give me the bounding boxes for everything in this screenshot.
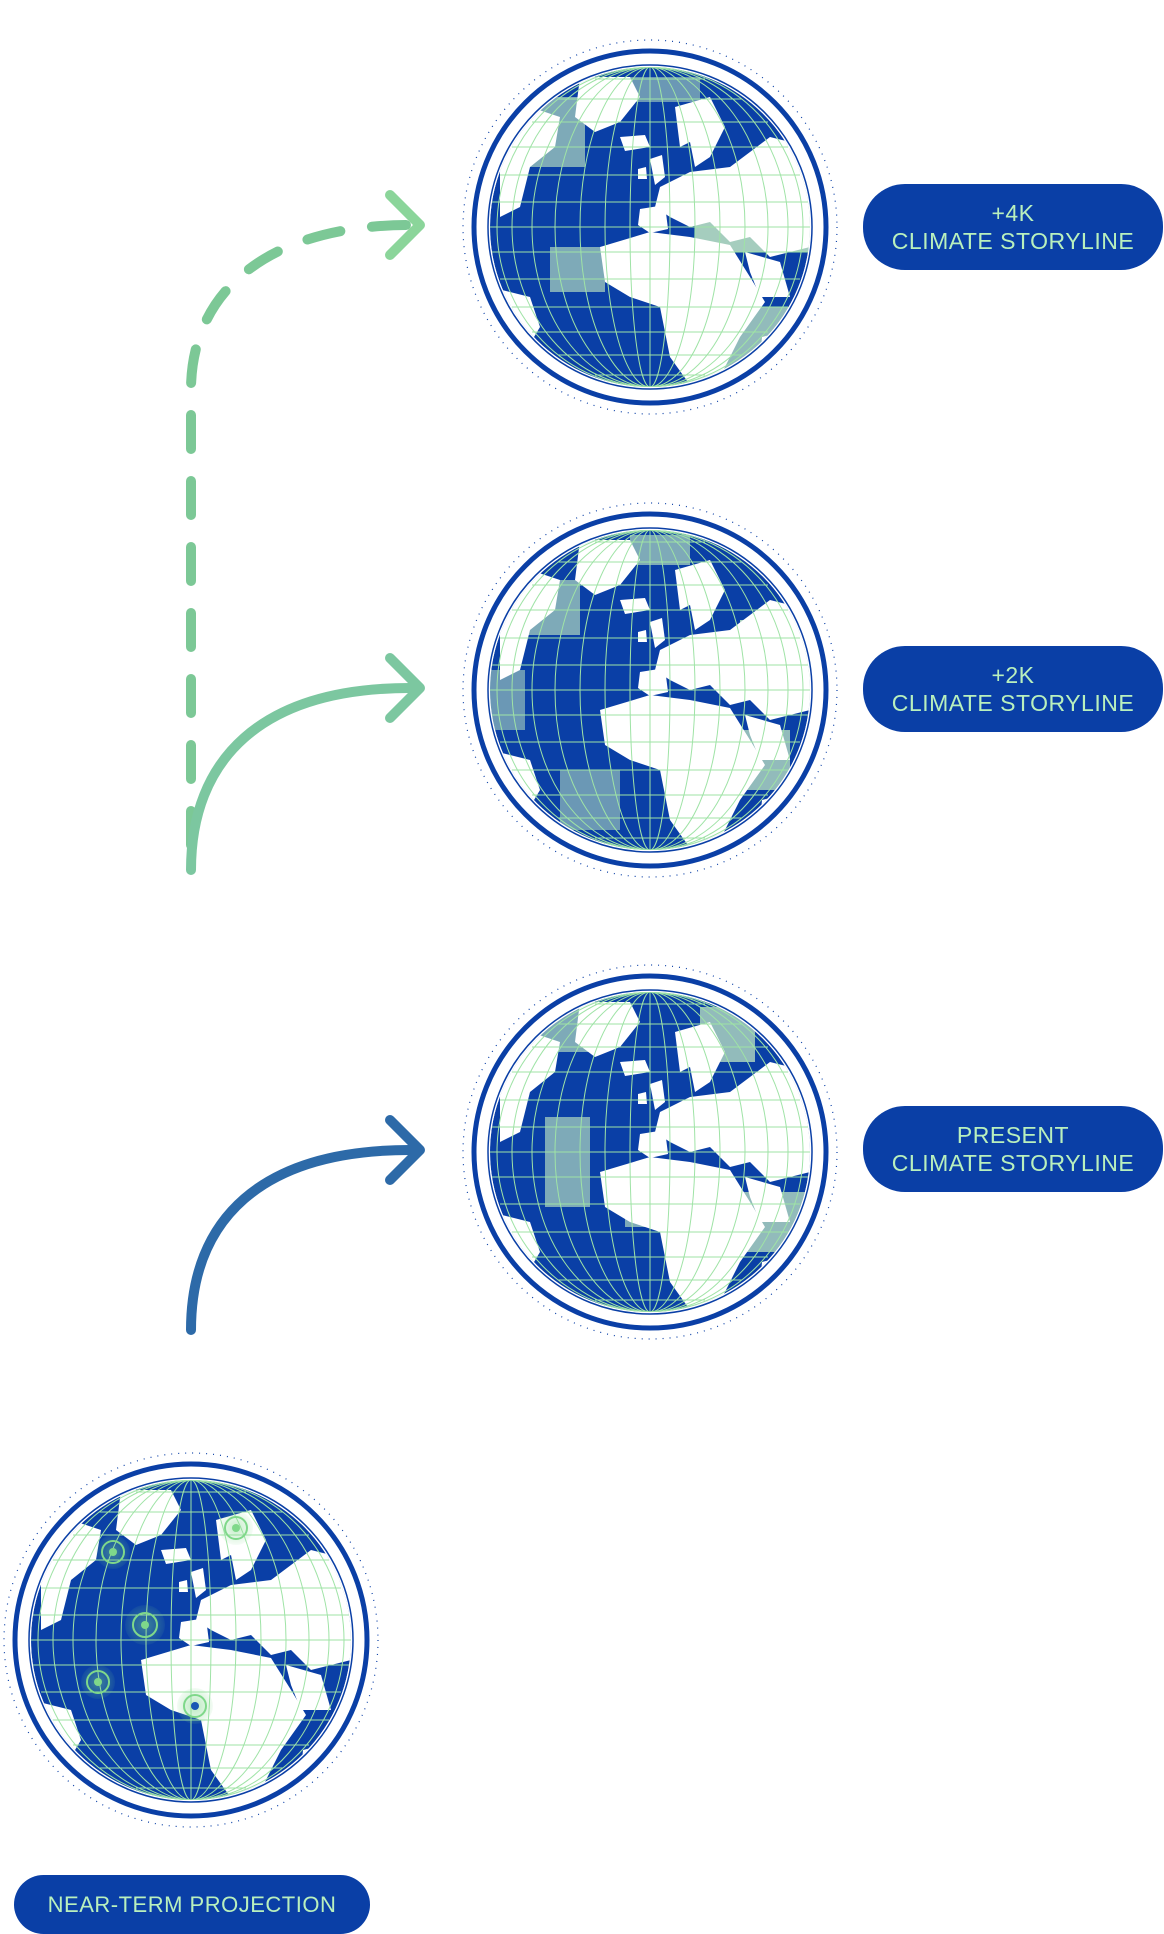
arrow-icon	[385, 190, 425, 260]
storyline-label-line2: CLIMATE STORYLINE	[891, 1150, 1135, 1176]
connector-plus4k	[186, 220, 415, 850]
globe-icon	[462, 964, 838, 1340]
target-marker-icon	[219, 1511, 253, 1545]
target-marker-icon	[177, 1688, 213, 1724]
target-marker-icon	[81, 1665, 115, 1699]
target-marker-icon	[96, 1535, 130, 1569]
connector-plus2k	[186, 683, 415, 875]
globe-icon	[3, 1452, 379, 1828]
storyline-label-plus2k: +2K CLIMATE STORYLINE	[863, 646, 1163, 732]
arrow-icon	[385, 1115, 425, 1185]
storyline-label-line1: PRESENT	[956, 1122, 1070, 1148]
globe-icon	[462, 39, 838, 415]
target-marker-icon	[125, 1605, 165, 1645]
storyline-label-line2: CLIMATE STORYLINE	[891, 690, 1135, 716]
storyline-label-line1: +2K	[991, 662, 1035, 688]
near-term-projection-label: NEAR-TERM PROJECTION	[14, 1875, 370, 1934]
near-term-label-text: NEAR-TERM PROJECTION	[47, 1891, 337, 1917]
arrow-icon	[385, 653, 425, 723]
storyline-label-plus4k: +4K CLIMATE STORYLINE	[863, 184, 1163, 270]
storyline-label-line1: +4K	[991, 200, 1035, 226]
connector-group	[186, 190, 425, 1405]
connector-present	[186, 1145, 415, 1335]
globe-icon	[462, 502, 838, 878]
storyline-label-line2: CLIMATE STORYLINE	[891, 228, 1135, 254]
storyline-label-present: PRESENT CLIMATE STORYLINE	[863, 1106, 1163, 1192]
